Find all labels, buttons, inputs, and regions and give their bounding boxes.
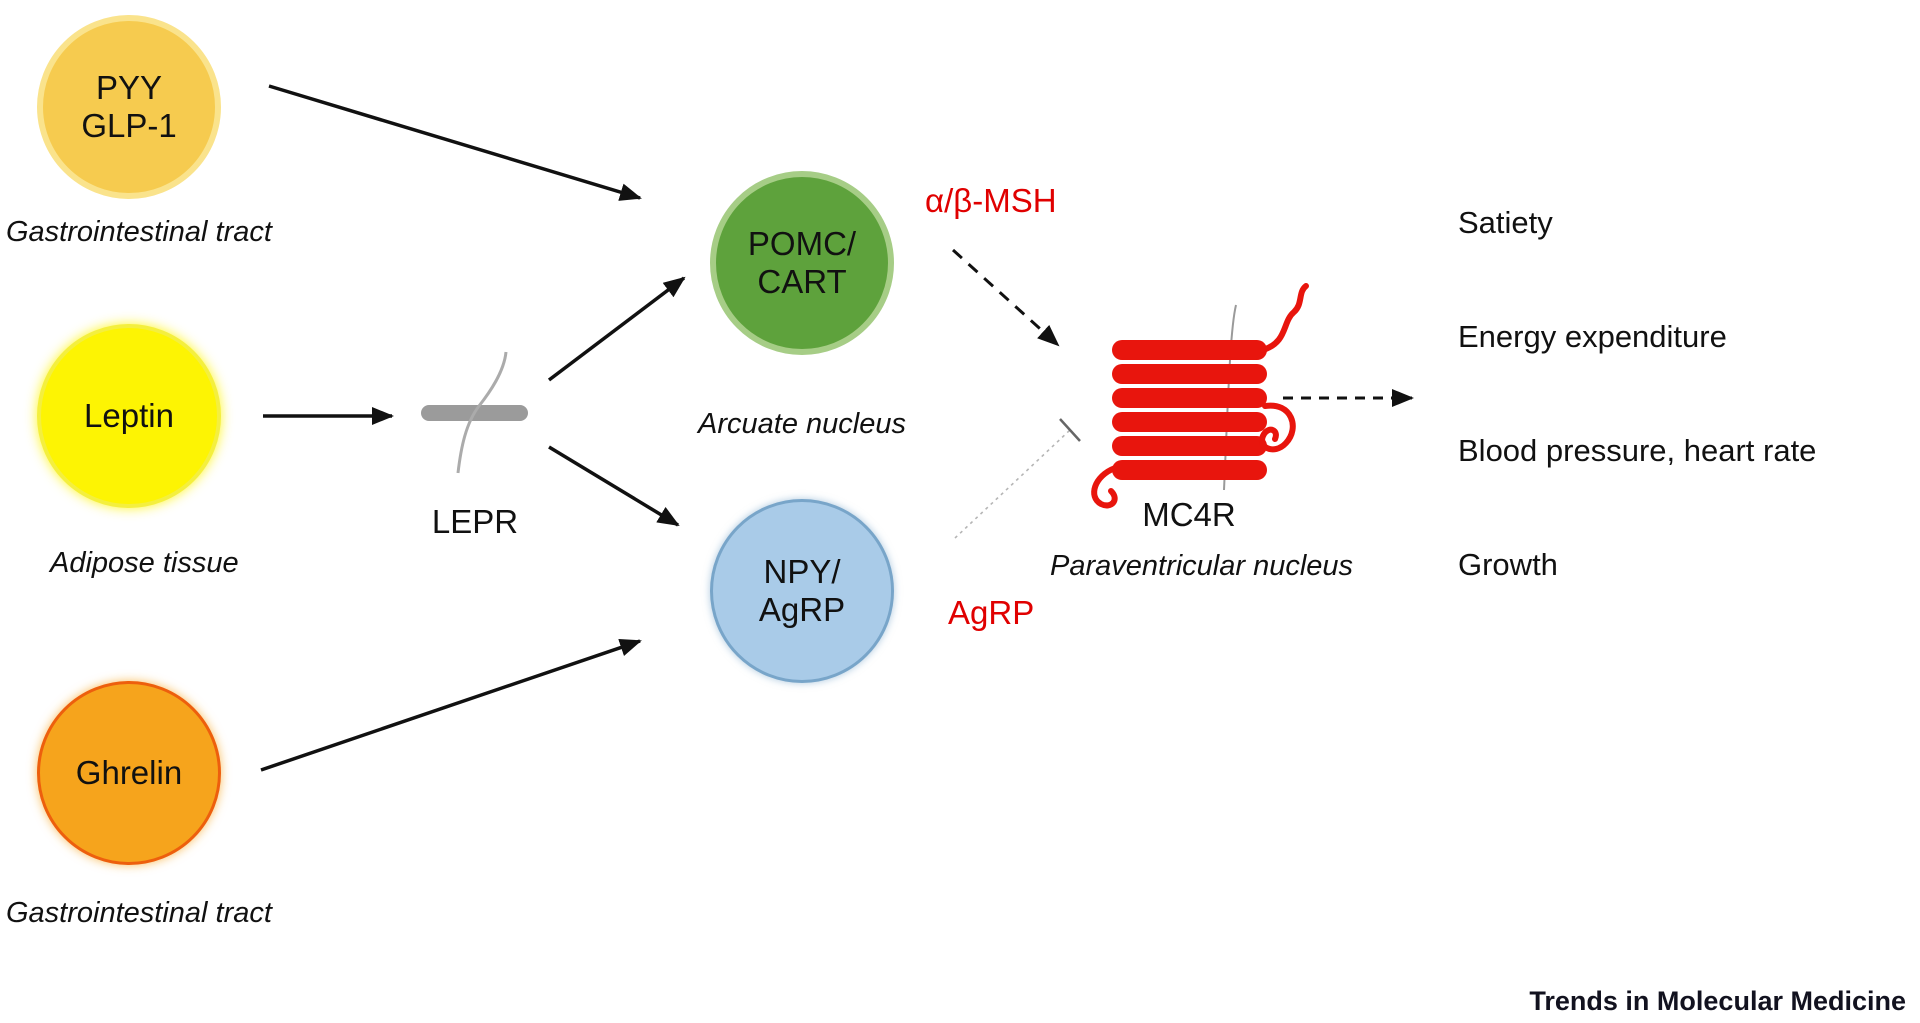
arrow-lepr-to-pomc: [547, 276, 686, 382]
lepr-receptor-icon: [421, 351, 528, 474]
arrow-pyy-to-pomc: [268, 84, 642, 201]
signal-label-agrp: AgRP: [948, 594, 1035, 631]
mc4r-label: MC4R: [1142, 496, 1236, 533]
inhibition-bar-icon: [1059, 418, 1081, 442]
node-ghrelin-label: Ghrelin: [75, 753, 183, 791]
outputs-list: Satiety Energy expenditure Blood pressur…: [1458, 205, 1816, 583]
output-energy-expenditure: Energy expenditure: [1458, 319, 1727, 354]
arrow-ghrelin-to-npy: [260, 638, 642, 772]
node-pomc-line1: POMC/: [747, 224, 857, 262]
journal-footer: Trends in Molecular Medicine: [1529, 986, 1906, 1016]
tissue-label-gastrointestinal-1: Gastrointestinal tract: [6, 216, 272, 248]
node-npy-line1: NPY/: [763, 552, 841, 590]
mc4r-receptor-icon: [1091, 283, 1309, 509]
arrow-lepr-to-npy: [548, 445, 680, 527]
node-pyy-line1: PYY: [95, 68, 163, 106]
output-blood-pressure-heart-rate: Blood pressure, heart rate: [1458, 433, 1817, 468]
node-pyy-glp1: PYY GLP-1: [37, 15, 221, 199]
output-satiety: Satiety: [1458, 205, 1553, 240]
region-label-paraventricular-nucleus: Paraventricular nucleus: [1050, 550, 1354, 582]
node-pyy-line2: GLP-1: [81, 107, 177, 144]
node-leptin: Leptin: [37, 324, 221, 508]
node-pomc-line2: CART: [757, 263, 847, 300]
node-leptin-label: Leptin: [84, 396, 174, 434]
signal-label-msh: α/β-MSH: [925, 182, 1057, 219]
dotted-line-npy-to-mc4r: [954, 429, 1071, 539]
node-pomc-cart: POMC/ CART: [710, 171, 894, 355]
node-ghrelin: Ghrelin: [37, 681, 221, 865]
output-growth: Growth: [1458, 547, 1558, 582]
tissue-label-adipose: Adipose tissue: [50, 547, 239, 579]
node-npy-agrp: NPY/ AgRP: [710, 499, 894, 683]
dashed-arrow-pomc-to-mc4r: [951, 248, 1060, 347]
lepr-label: LEPR: [431, 503, 519, 540]
region-label-arcuate-nucleus: Arcuate nucleus: [698, 408, 906, 440]
tissue-label-gastrointestinal-2: Gastrointestinal tract: [6, 897, 272, 929]
node-npy-line2: AgRP: [758, 591, 846, 628]
